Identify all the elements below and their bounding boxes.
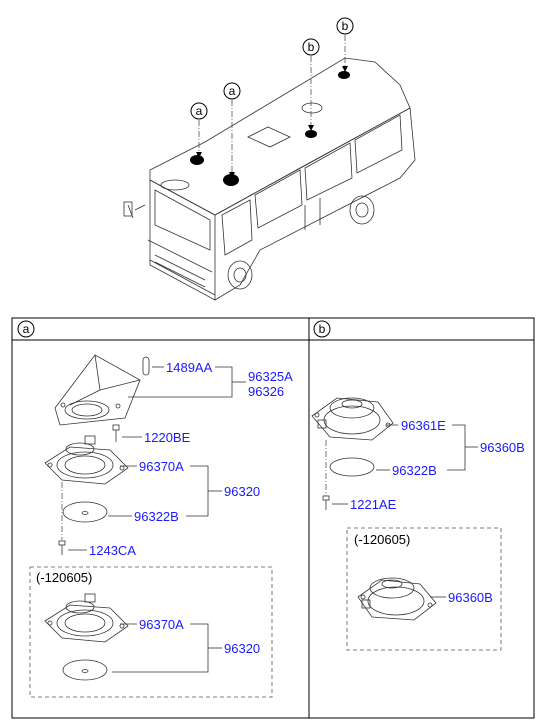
callout-a-1: a — [190, 102, 208, 120]
svg-text:a: a — [23, 322, 30, 336]
parts-table — [11, 317, 535, 719]
label-1221AE: 1221AE — [350, 497, 397, 512]
grille-96322b-b — [329, 457, 375, 477]
roof-speaker-a1 — [190, 155, 204, 165]
svg-text:a: a — [229, 84, 236, 98]
variant-note-b: (-120605) — [354, 532, 410, 547]
callout-a-2: a — [223, 82, 241, 100]
variant-label-96320: 96320 — [224, 641, 260, 656]
variant-speaker-96360b — [357, 577, 437, 621]
grille-96322b — [62, 501, 108, 523]
variant-speaker-96370a — [44, 593, 129, 643]
screw-1243ca — [58, 540, 66, 555]
label-96322B: 96322B — [134, 509, 179, 524]
svg-text:a: a — [196, 104, 203, 118]
label-1243CA: 1243CA — [89, 543, 136, 558]
screw-1220be — [112, 424, 120, 442]
svg-text:b: b — [319, 322, 326, 336]
roof-speaker-b1 — [305, 130, 317, 138]
label-1220BE: 1220BE — [144, 430, 191, 445]
speaker-bracket — [54, 354, 141, 426]
callout-b-1: b — [302, 38, 320, 56]
label-96326: 96326 — [248, 384, 284, 399]
variant-box-b — [346, 527, 502, 651]
variant-note-a: (-120605) — [36, 570, 92, 585]
svg-text:b: b — [342, 19, 349, 33]
label-96361E: 96361E — [401, 418, 446, 433]
speaker-96361e — [311, 397, 394, 441]
svg-text:b: b — [308, 40, 315, 54]
speaker-96370a — [44, 435, 129, 485]
screw-1221ae — [322, 495, 330, 510]
panel-a-header: a — [17, 320, 35, 338]
clip-1489aa — [142, 356, 150, 376]
panel-b-header: b — [313, 320, 331, 338]
label-96370A: 96370A — [139, 459, 184, 474]
label-96320: 96320 — [224, 484, 260, 499]
bus-illustration — [123, 35, 416, 301]
roof-speaker-b2 — [338, 71, 350, 79]
variant-grille — [62, 659, 108, 681]
variant-label-96360B: 96360B — [448, 590, 493, 605]
label-1489AA: 1489AA — [166, 360, 213, 375]
roof-speaker-a2 — [223, 174, 239, 186]
callout-b-2: b — [336, 17, 354, 35]
label-96322B-b: 96322B — [392, 463, 437, 478]
variant-box-a — [29, 566, 273, 698]
label-96325A: 96325A — [248, 369, 293, 384]
label-96360B: 96360B — [480, 440, 525, 455]
variant-label-96370A: 96370A — [139, 617, 184, 632]
